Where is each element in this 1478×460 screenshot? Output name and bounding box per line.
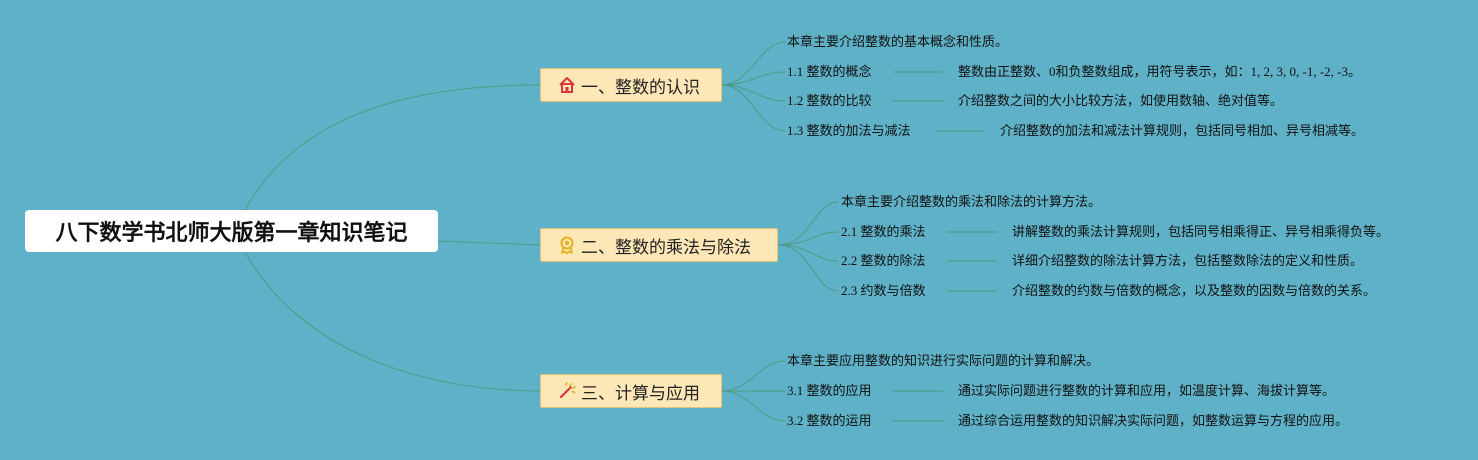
- leaf-intro-3[interactable]: 本章主要应用整数的知识进行实际问题的计算和解决。: [787, 353, 1100, 368]
- leaf-desc-1-3[interactable]: 介绍整数的加法和减法计算规则，包括同号相加、异号相减等。: [1000, 123, 1365, 138]
- leaf-intro-1[interactable]: 本章主要介绍整数的基本概念和性质。: [787, 34, 1009, 49]
- leaf-title-2-2[interactable]: 2.2 整数的除法: [841, 253, 926, 268]
- leaf-desc-1-2[interactable]: 介绍整数之间的大小比较方法，如使用数轴、绝对值等。: [958, 93, 1284, 108]
- leaf-desc-2-2[interactable]: 详细介绍整数的除法计算方法，包括整数除法的定义和性质。: [1012, 253, 1364, 268]
- leaf-title-3-2[interactable]: 3.2 整数的运用: [787, 413, 872, 428]
- award-ribbon-icon: [560, 236, 574, 255]
- leaf-desc-2-1[interactable]: 讲解整数的乘法计算规则，包括同号相乘得正、异号相乘得负等。: [1012, 224, 1390, 239]
- connector-root-branch-3: [244, 251, 541, 392]
- branch-topic-2[interactable]: 二、整数的乘法与除法: [540, 228, 778, 262]
- branch-topic-1[interactable]: 一、整数的认识: [540, 68, 722, 102]
- leaf-title-2-3[interactable]: 2.3 约数与倍数: [841, 283, 926, 298]
- house-icon: [559, 77, 575, 93]
- leaf-desc-3-1[interactable]: 通过实际问题进行整数的计算和应用，如温度计算、海拔计算等。: [958, 383, 1336, 398]
- leaf-desc-1-1[interactable]: 整数由正整数、0和负整数组成，用符号表示，如：1, 2, 3, 0, -1, -…: [958, 64, 1361, 79]
- root-title: 八下数学书北师大版第一章知识笔记: [55, 221, 408, 246]
- branch-label-3: 三、计算与应用: [581, 383, 700, 404]
- leaf-title-1-2[interactable]: 1.2 整数的比较: [787, 93, 872, 108]
- root-topic[interactable]: 八下数学书北师大版第一章知识笔记: [25, 210, 438, 252]
- leaf-intro-2[interactable]: 本章主要介绍整数的乘法和除法的计算方法。: [841, 194, 1102, 209]
- leaf-title-1-3[interactable]: 1.3 整数的加法与减法: [787, 123, 911, 138]
- connector-root-branch-1: [244, 84, 541, 211]
- leaf-desc-3-2[interactable]: 通过综合运用整数的知识解决实际问题，如整数运算与方程的应用。: [958, 413, 1349, 428]
- branch-topic-3[interactable]: 三、计算与应用: [540, 374, 722, 408]
- connector-root-branch-2: [437, 240, 541, 246]
- leaf-desc-2-3[interactable]: 介绍整数的约数与倍数的概念，以及整数的因数与倍数的关系。: [1012, 283, 1377, 298]
- magic-wand-icon: [559, 382, 576, 399]
- leaf-title-2-1[interactable]: 2.1 整数的乘法: [841, 224, 926, 239]
- leaf-title-1-1[interactable]: 1.1 整数的概念: [787, 64, 872, 79]
- branch-label-1: 一、整数的认识: [581, 77, 700, 98]
- leaf-title-3-1[interactable]: 3.1 整数的应用: [787, 383, 872, 398]
- branch-label-2: 二、整数的乘法与除法: [581, 237, 751, 258]
